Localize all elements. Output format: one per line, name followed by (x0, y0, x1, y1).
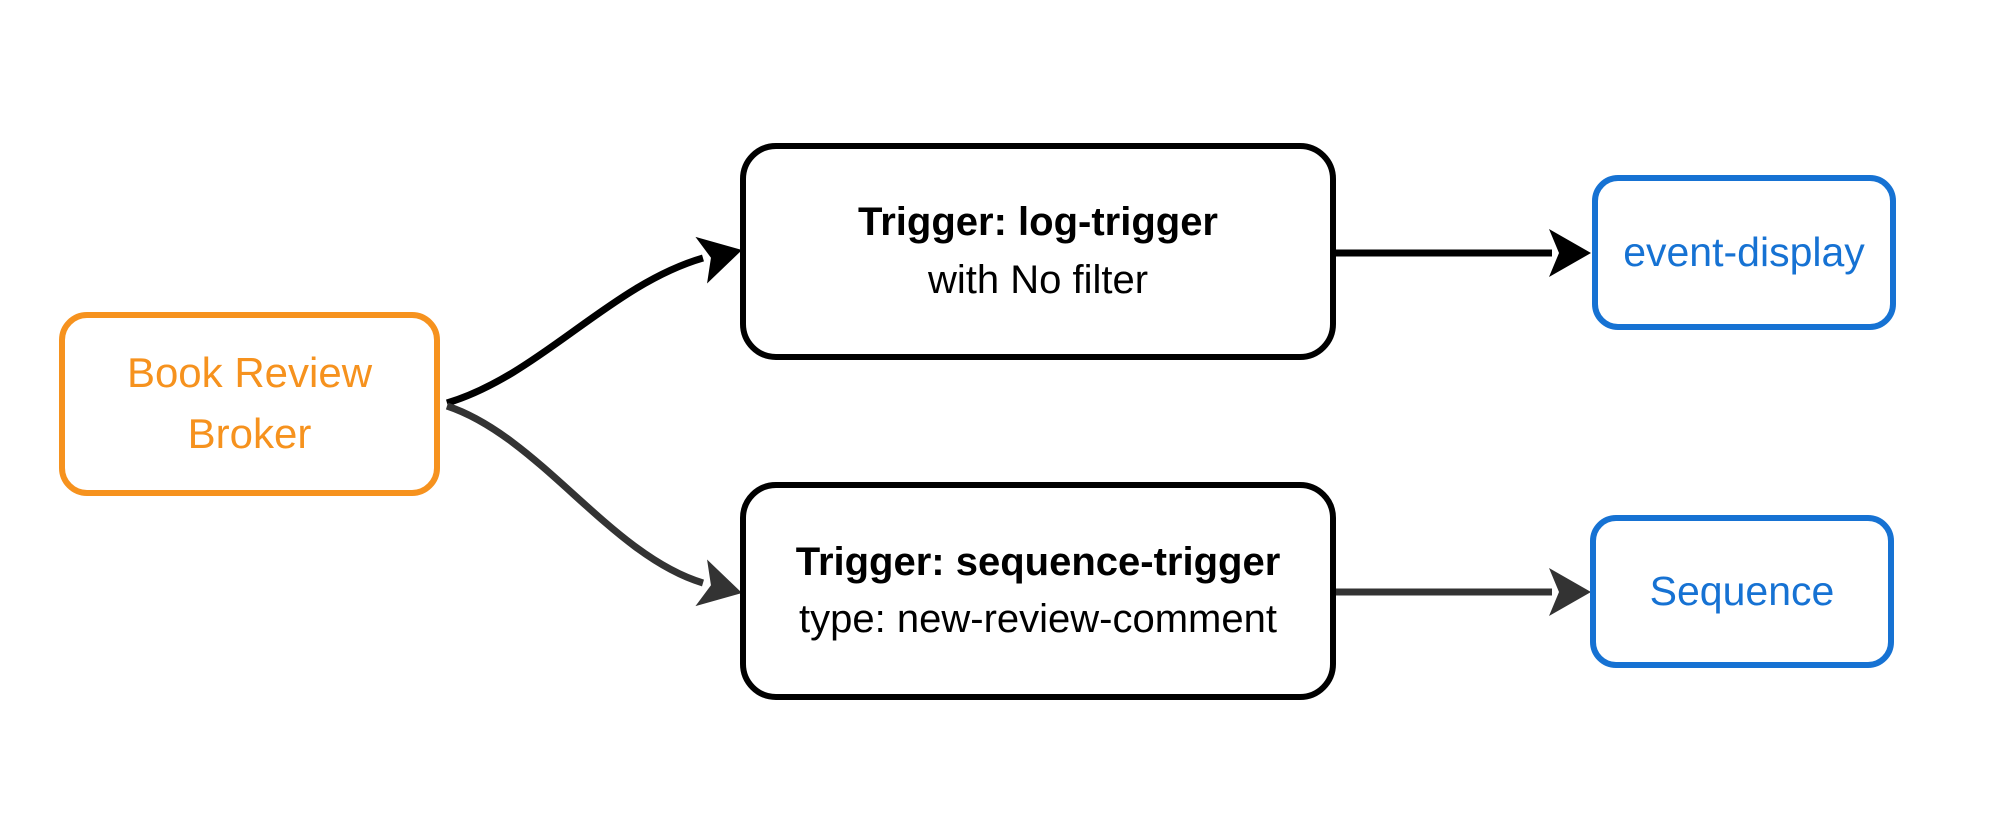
node-log-trigger: Trigger: log-trigger with No filter (740, 143, 1336, 360)
node-sequence: Sequence (1590, 515, 1894, 668)
node-broker: Book Review Broker (59, 312, 440, 496)
sequence-trigger-subtitle: type: new-review-comment (799, 597, 1277, 641)
sequence-trigger-title: Trigger: sequence-trigger (795, 539, 1281, 584)
log-trigger-subtitle: with No filter (927, 257, 1149, 302)
event-display-label: event-display (1623, 228, 1865, 275)
arrowhead-log-trigger-icon (695, 236, 742, 284)
edge-broker-to-sequence-trigger (445, 402, 705, 587)
node-event-display: event-display (1592, 175, 1896, 330)
node-sequence-trigger: Trigger: sequence-trigger type: new-revi… (740, 482, 1336, 700)
arrowhead-sequence-icon (1549, 568, 1591, 616)
edge-broker-to-log-trigger (445, 254, 704, 407)
arrowhead-sequence-trigger-icon (695, 559, 742, 607)
log-trigger-title: Trigger: log-trigger (858, 200, 1218, 245)
broker-label: Book Review Broker (126, 349, 373, 457)
arrowhead-event-display-icon (1549, 229, 1591, 277)
sequence-label: Sequence (1649, 567, 1835, 614)
